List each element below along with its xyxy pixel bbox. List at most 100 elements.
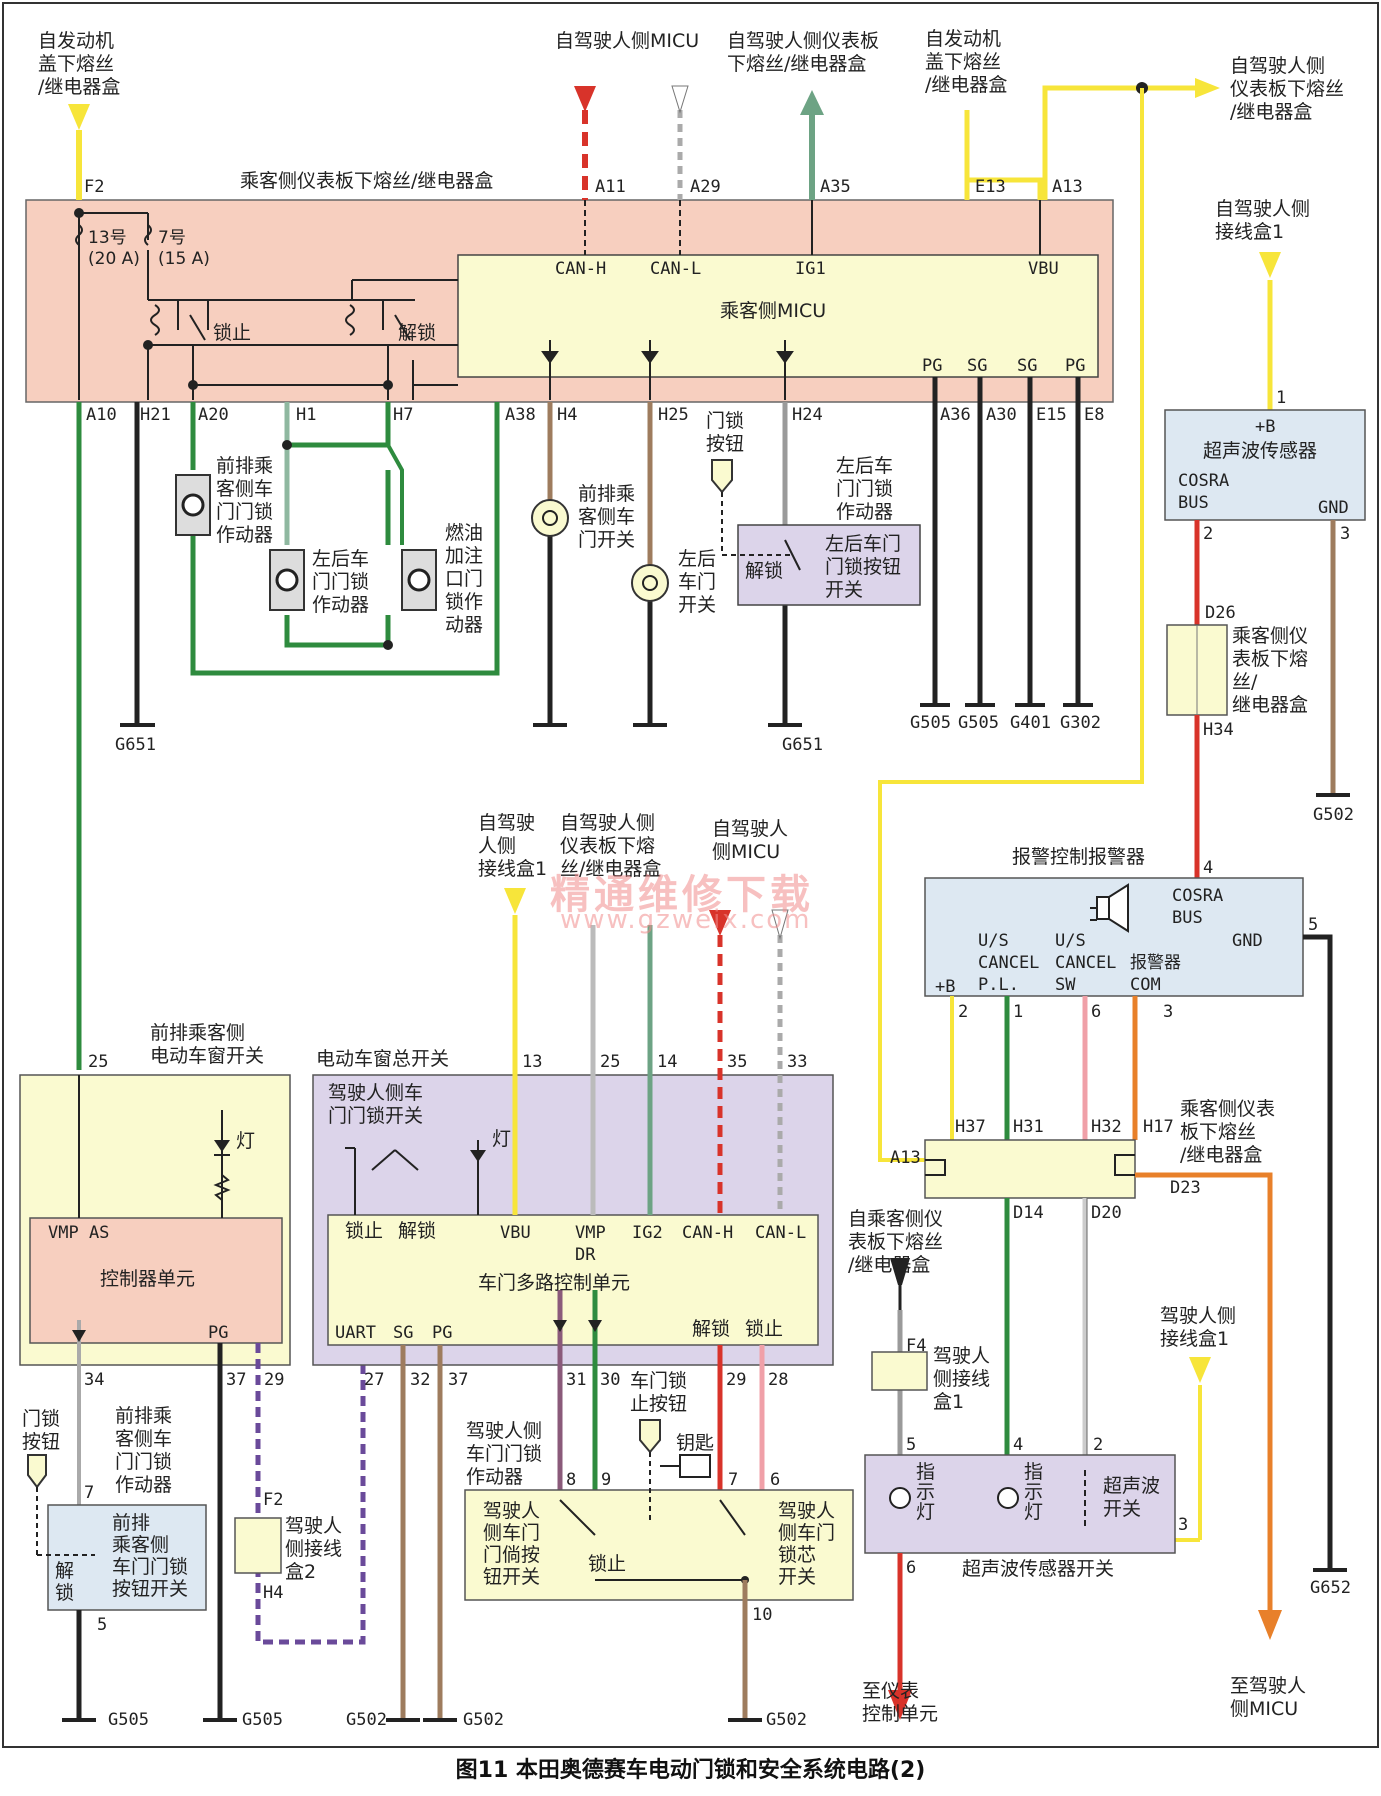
rear-left-actuator-label: 左后车 门门锁 作动器	[312, 548, 370, 616]
us-plus-b: +B	[1255, 417, 1276, 437]
pin-a20: A20	[198, 405, 229, 425]
us-switch-label: 超声波 开关	[1103, 1475, 1161, 1520]
front-pass-actuator-label: 前排乘 客侧车 门门锁 作动器	[216, 455, 274, 546]
ms-pin28: 28	[768, 1370, 789, 1390]
dd-pin8: 8	[566, 1470, 577, 1490]
ll-pin5: 5	[97, 1615, 108, 1635]
micu-pg2: PG	[1065, 356, 1086, 376]
alarm-pin1: 1	[1013, 1002, 1024, 1022]
passenger-micu-box	[457, 254, 1099, 378]
ms-can-h: CAN-H	[682, 1223, 734, 1243]
dd-sw-left: 驾驶人 侧车门 门倘按 钮开关	[483, 1500, 541, 1588]
micu-can-h: CAN-H	[555, 259, 607, 279]
ll-f2: F2	[263, 1490, 284, 1510]
ws-vmp-as: VMP AS	[48, 1223, 110, 1243]
master-switch-title: 电动车窗总开关	[316, 1048, 450, 1070]
us-pin1: 1	[1276, 388, 1287, 408]
dd-pin6: 6	[770, 1470, 781, 1490]
pin-h24: H24	[792, 405, 823, 425]
dd-pin7: 7	[728, 1470, 739, 1490]
to-meter: 至仪表 控制单元	[862, 1680, 939, 1725]
relay-unlock: 解锁	[398, 322, 437, 344]
ground-g302: G302	[1060, 713, 1101, 733]
dd-sw-right: 驾驶人 侧车门 锁芯 开关	[778, 1500, 836, 1588]
pin-a13-top: A13	[1052, 177, 1083, 197]
mid-d23: D23	[1170, 1178, 1201, 1198]
ms-unit: 车门多路控制单元	[478, 1272, 631, 1294]
alarm-group	[924, 877, 1347, 1572]
us-cosra: COSRA BUS	[1178, 471, 1230, 513]
pin-a10: A10	[86, 405, 117, 425]
d26-box-label: 乘客侧仪 表板下熔 丝/ 继电器盒	[1232, 625, 1309, 716]
us-switch-pin4: 4	[1013, 1435, 1024, 1455]
ll-actuator: 前排乘 客侧车 门门锁 作动器	[115, 1405, 173, 1496]
ws-ctrl: 控制器单元	[100, 1268, 196, 1290]
micu-ig1: IG1	[795, 259, 826, 279]
fuel-actuator-label: 燃油 加注 口门 锁作 动器	[445, 522, 484, 636]
ms-pin32: 32	[410, 1370, 431, 1390]
ws-pin34: 34	[84, 1370, 105, 1390]
mid-fuse-box-group	[924, 1139, 1282, 1640]
micu-sg1: SG	[967, 356, 988, 376]
watermark-text: 精通维修下载	[550, 872, 814, 918]
master-switch-group	[312, 888, 834, 1722]
us-switch-jbox1: 驾驶人 侧接线 盒1	[933, 1345, 991, 1413]
mid-h31: H31	[1013, 1117, 1044, 1137]
dd-pin10: 10	[752, 1605, 773, 1625]
us-switch-indicator2: 指 示 灯	[1024, 1461, 1044, 1523]
ms-lock: 锁止	[345, 1220, 384, 1242]
top-source-wires	[68, 78, 1220, 1162]
mid-a13: A13	[890, 1148, 921, 1168]
pin-a36: A36	[940, 405, 971, 425]
micu-title: 乘客侧MICU	[720, 300, 827, 322]
pin-f2: F2	[84, 177, 105, 197]
ms-ig2: IG2	[632, 1223, 663, 1243]
mid-h37: H37	[955, 1117, 986, 1137]
ll-unlock: 解 锁	[55, 1560, 75, 1604]
alarm-pin3: 3	[1163, 1002, 1174, 1022]
us-switch-indicator1: 指 示 灯	[916, 1461, 936, 1523]
us-title: 超声波传感器	[1203, 440, 1318, 462]
ms-uart: UART	[335, 1323, 376, 1343]
us-pin3: 3	[1340, 524, 1351, 544]
pin-a11: A11	[595, 177, 626, 197]
ll-pin7: 7	[84, 1483, 95, 1503]
ground-g502c: G502	[463, 1710, 504, 1730]
ms-pin29: 29	[726, 1370, 747, 1390]
ll-lock-knob: 门锁 按钮	[22, 1408, 61, 1453]
ground-g651b: G651	[782, 735, 823, 755]
source-driver-micu-top: 自驾驶人侧MICU	[555, 30, 700, 52]
alarm-com: 报警器 COM	[1130, 953, 1181, 995]
source-engine-box-left: 自发动机 盖下熔丝 /继电器盒	[38, 30, 121, 98]
source-driver-micu-mid: 自驾驶人 侧MICU	[712, 818, 789, 863]
lock-knob-label: 门锁 按钮	[706, 410, 745, 455]
window-switch-title: 前排乘客侧 电动车窗开关	[150, 1022, 265, 1067]
ms-pin37: 37	[448, 1370, 469, 1390]
ground-g502a: G502	[1313, 805, 1354, 825]
window-switch-group	[19, 1074, 366, 1722]
fuse-7: 7号 (15 A)	[158, 228, 210, 269]
ms-unlock: 解锁	[398, 1220, 437, 1242]
ms-pg: PG	[432, 1323, 453, 1343]
micu-can-l: CAN-L	[650, 259, 702, 279]
us-switch-pin3: 3	[1178, 1515, 1189, 1535]
ms-pin13: 13	[522, 1052, 543, 1072]
ms-pin35: 35	[727, 1052, 748, 1072]
pin-h21: H21	[140, 405, 171, 425]
ground-g502b: G502	[346, 1710, 387, 1730]
ms-lock2: 锁止	[745, 1318, 784, 1340]
alarm-title: 报警控制报警器	[1012, 846, 1146, 868]
relay-lock: 锁止	[213, 322, 252, 344]
figure-caption: 图11 本田奥德赛车电动门锁和安全系统电路(2)	[455, 1758, 926, 1783]
dd-key: 钥匙	[676, 1432, 715, 1454]
ground-g505b: G505	[958, 713, 999, 733]
us-pin2: 2	[1203, 524, 1214, 544]
front-pass-door-switch-label: 前排乘 客侧车 门开关	[578, 483, 636, 551]
ms-pin33: 33	[787, 1052, 808, 1072]
rear-left-door-switch-label: 左后 车门 开关	[678, 548, 717, 616]
pin-a35: A35	[820, 177, 851, 197]
diagram-frame	[2, 2, 1379, 1748]
pin-h4: H4	[557, 405, 578, 425]
alarm-gnd: GND	[1232, 931, 1263, 951]
